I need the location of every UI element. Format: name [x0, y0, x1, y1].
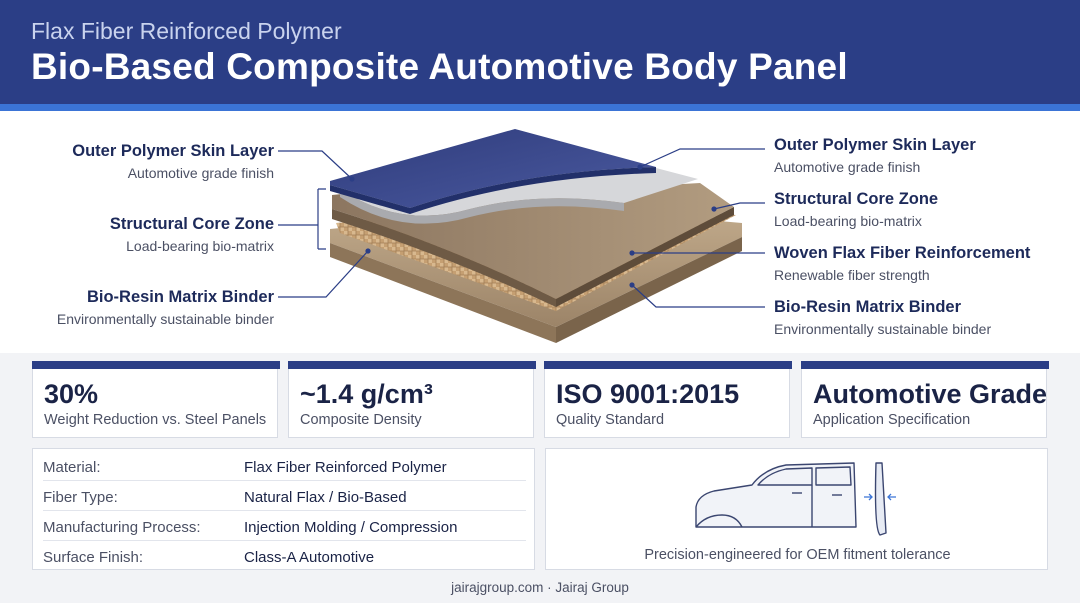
- outer-polymer-skin-layer: [330, 129, 656, 214]
- left-leader-lines: [278, 150, 369, 298]
- spec-value: Natural Flax / Bio-Based: [244, 489, 407, 506]
- page-subtitle: Flax Fiber Reinforced Polymer: [31, 18, 342, 44]
- callout-title: Woven Flax Fiber Reinforcement: [774, 244, 1031, 262]
- panel-layers-illustration: [278, 129, 765, 343]
- row-divider: [43, 480, 526, 481]
- callout-right-outer-skin: Outer Polymer Skin Layer Automotive grad…: [774, 136, 976, 175]
- callout-description: Automotive grade finish: [127, 165, 274, 181]
- left-leader-dots: [349, 176, 371, 254]
- stat-card-top-bar: [801, 361, 1049, 369]
- stat-caption: Weight Reduction vs. Steel Panels: [44, 412, 267, 428]
- header-banner: Flax Fiber Reinforced Polymer Bio-Based …: [0, 0, 1080, 104]
- callout-left-outer-skin: Outer Polymer Skin Layer Automotive grad…: [72, 142, 274, 181]
- spec-value: Class-A Automotive: [244, 549, 375, 566]
- callout-title: Structural Core Zone: [774, 190, 939, 208]
- spec-key: Manufacturing Process:: [43, 519, 201, 536]
- layer-diagram: Outer Polymer Skin Layer Automotive grad…: [0, 111, 1080, 353]
- callout-description: Automotive grade finish: [774, 159, 921, 175]
- spec-value: Injection Molding / Compression: [244, 519, 458, 536]
- stat-caption: Composite Density: [300, 412, 422, 428]
- spec-row-fiber-type: Fiber Type: Natural Flax / Bio-Based: [33, 481, 536, 511]
- row-divider: [43, 540, 526, 541]
- callout-title: Structural Core Zone: [109, 215, 274, 233]
- callout-description: Renewable fiber strength: [774, 267, 930, 283]
- page-title: Bio-Based Composite Automotive Body Pane…: [31, 46, 848, 87]
- callout-left-structural-core: Structural Core Zone Load-bearing bio-ma…: [110, 215, 274, 254]
- spec-value: Flax Fiber Reinforced Polymer: [244, 459, 447, 476]
- stat-card-density: ~1.4 g/cm³ Composite Density: [288, 361, 536, 438]
- stat-value: Automotive Grade: [813, 379, 1048, 409]
- callout-title: Outer Polymer Skin Layer: [774, 136, 976, 154]
- spec-table: Material: Flax Fiber Reinforced Polymer …: [32, 448, 535, 570]
- callout-right-structural-core: Structural Core Zone Load-bearing bio-ma…: [774, 190, 938, 229]
- callout-title: Bio-Resin Matrix Binder: [86, 288, 274, 306]
- stat-card-quality-standard: ISO 9001:2015 Quality Standard: [544, 361, 792, 438]
- callout-description: Environmentally sustainable binder: [774, 321, 992, 337]
- car-door-outline-icon: [695, 462, 896, 536]
- callout-title: Bio-Resin Matrix Binder: [774, 298, 962, 316]
- spec-row-surface-finish: Surface Finish: Class-A Automotive: [33, 541, 536, 571]
- stat-card-weight-reduction: 30% Weight Reduction vs. Steel Panels: [32, 361, 280, 438]
- callout-description: Environmentally sustainable binder: [56, 311, 274, 327]
- stat-value: ISO 9001:2015: [556, 379, 740, 409]
- stat-caption: Quality Standard: [556, 412, 665, 428]
- fitment-panel: Precision-engineered for OEM fitment tol…: [545, 448, 1048, 570]
- spec-key: Surface Finish:: [43, 549, 144, 566]
- footer-credit: jairajgroup.com · Jairaj Group: [451, 580, 629, 595]
- callout-right-woven-flax: Woven Flax Fiber Reinforcement Renewable…: [774, 244, 1030, 283]
- stat-cards: 30% Weight Reduction vs. Steel Panels ~1…: [32, 361, 1049, 438]
- callout-description: Load-bearing bio-matrix: [126, 238, 274, 254]
- fitment-caption: Precision-engineered for OEM fitment tol…: [644, 547, 951, 563]
- callout-description: Load-bearing bio-matrix: [774, 213, 922, 229]
- right-leader-lines: [631, 148, 765, 308]
- spec-key: Fiber Type:: [43, 489, 118, 506]
- row-divider: [43, 510, 526, 511]
- callout-right-bio-resin: Bio-Resin Matrix Binder Environmentally …: [774, 298, 991, 337]
- right-leader-dots: [629, 164, 717, 288]
- stat-card-top-bar: [544, 361, 792, 369]
- stat-card-top-bar: [32, 361, 280, 369]
- spec-row-manufacturing-process: Manufacturing Process: Injection Molding…: [33, 511, 536, 541]
- stat-caption: Application Specification: [813, 412, 971, 428]
- spec-row-material: Material: Flax Fiber Reinforced Polymer: [33, 451, 536, 481]
- header-accent-stripe: [0, 104, 1080, 111]
- spec-key: Material:: [43, 459, 101, 476]
- stat-card-application: Automotive Grade Application Specificati…: [801, 361, 1049, 438]
- stat-card-top-bar: [288, 361, 536, 369]
- callout-title: Outer Polymer Skin Layer: [72, 142, 274, 160]
- callout-left-bio-resin: Bio-Resin Matrix Binder Environmentally …: [57, 288, 274, 327]
- stat-value: 30%: [44, 379, 99, 409]
- stat-value: ~1.4 g/cm³: [300, 379, 433, 409]
